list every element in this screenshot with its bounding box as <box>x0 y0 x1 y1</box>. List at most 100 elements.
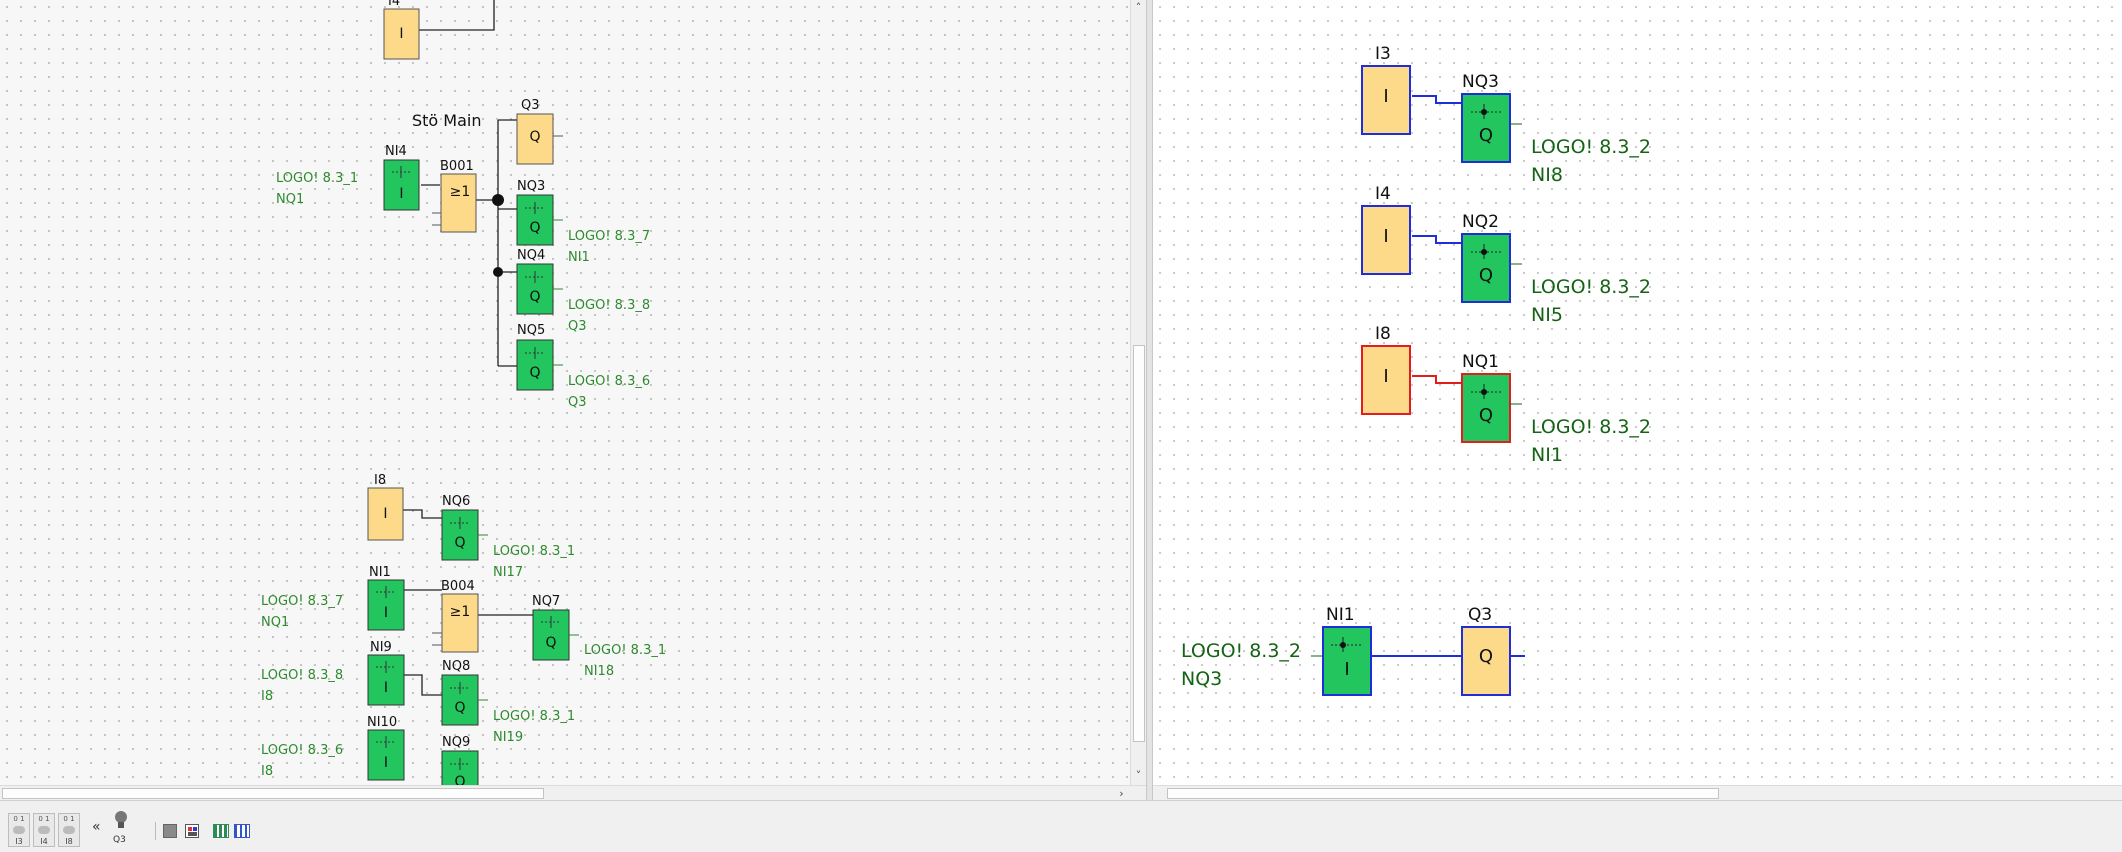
svg-text:NI1: NI1 <box>1326 605 1355 625</box>
block-i4[interactable]: I4 I <box>1361 184 1411 275</box>
stop-icon[interactable] <box>163 824 177 838</box>
svg-text:NQ7: NQ7 <box>532 594 560 609</box>
svg-text:NI1: NI1 <box>1531 444 1563 466</box>
block-nq5[interactable]: NQ5 Q LOGO! 8.3_6 Q3 <box>516 323 650 410</box>
svg-text:I8: I8 <box>261 689 273 704</box>
svg-text:NI1: NI1 <box>568 250 590 265</box>
left-horizontal-scrollbar[interactable]: › <box>0 785 1146 801</box>
block-nq2[interactable]: NQ2 Q LOGO! 8.3_2 NI5 <box>1461 212 1651 326</box>
svg-text:LOGO! 8.3_1: LOGO! 8.3_1 <box>276 171 358 186</box>
block-i8-right[interactable]: I8 I <box>1361 324 1411 415</box>
block-ni4[interactable]: NI4 I LOGO! 8.3_1 NQ1 <box>276 144 420 211</box>
switch-toggle-icon <box>13 826 25 834</box>
block-nq3[interactable]: NQ3 Q LOGO! 8.3_7 NI1 <box>516 179 650 265</box>
svg-text:NQ2: NQ2 <box>1462 212 1499 232</box>
svg-text:LOGO! 8.3_2: LOGO! 8.3_2 <box>1531 136 1651 158</box>
block-nq8[interactable]: NQ8 Q LOGO! 8.3_1 NI19 <box>441 659 575 745</box>
block-nq9[interactable]: NQ9 Q <box>441 735 479 785</box>
block-q3-right[interactable]: Q3 Q <box>1461 605 1511 696</box>
svg-text:Q: Q <box>454 774 465 785</box>
svg-text:NQ8: NQ8 <box>442 659 470 674</box>
table-view-icon[interactable] <box>213 824 229 838</box>
svg-text:I: I <box>399 186 403 202</box>
scroll-thumb[interactable] <box>2 788 544 799</box>
svg-text:NQ5: NQ5 <box>517 323 545 338</box>
svg-text:NQ9: NQ9 <box>442 735 470 750</box>
svg-text:Q: Q <box>1479 405 1493 426</box>
left-wires <box>403 0 533 696</box>
svg-text:NQ3: NQ3 <box>517 179 545 194</box>
svg-text:LOGO! 8.3_2: LOGO! 8.3_2 <box>1181 640 1301 662</box>
svg-text:LOGO! 8.3_1: LOGO! 8.3_1 <box>493 709 575 724</box>
block-nq3-right[interactable]: NQ3 Q LOGO! 8.3_2 NI8 <box>1461 72 1651 186</box>
block-ni1[interactable]: NI1 I LOGO! 8.3_7 NQ1 <box>261 565 405 631</box>
svg-text:Q: Q <box>529 129 540 145</box>
input-switch-i8[interactable]: 0 1 I8 <box>58 813 80 847</box>
svg-text:I: I <box>399 26 403 42</box>
left-vertical-scrollbar[interactable]: ˄ ˅ <box>1130 0 1147 785</box>
block-b004[interactable]: B004 ≥1 <box>432 579 479 653</box>
svg-text:NI18: NI18 <box>584 664 614 679</box>
svg-text:Q: Q <box>1479 646 1493 667</box>
svg-text:Q3: Q3 <box>521 98 540 113</box>
svg-text:B004: B004 <box>441 579 475 594</box>
svg-text:NQ3: NQ3 <box>1181 668 1222 690</box>
input-switch-i3[interactable]: 0 1 I3 <box>8 813 30 847</box>
scroll-thumb[interactable] <box>1167 788 1719 799</box>
svg-text:I8: I8 <box>261 764 273 779</box>
svg-text:LOGO! 8.3_1: LOGO! 8.3_1 <box>584 643 666 658</box>
svg-text:Q: Q <box>529 365 540 381</box>
block-nq6[interactable]: NQ6 Q LOGO! 8.3_1 NI17 <box>441 494 575 580</box>
right-diagram-canvas[interactable]: I3 I NQ3 Q LOGO! 8.3_2 NI8 I4 I NQ2 Q LO… <box>1153 0 2122 785</box>
svg-text:I: I <box>383 506 387 522</box>
svg-text:NQ4: NQ4 <box>517 248 545 263</box>
output-lamp[interactable]: Q3 <box>110 807 132 849</box>
block-nq4[interactable]: NQ4 Q LOGO! 8.3_8 Q3 <box>516 248 650 334</box>
io-status-icon[interactable] <box>185 824 199 838</box>
scroll-up-button[interactable]: ˄ <box>1131 0 1146 15</box>
svg-text:I4: I4 <box>1375 184 1391 204</box>
svg-text:NQ3: NQ3 <box>1462 72 1499 92</box>
scroll-right-button[interactable]: › <box>1114 786 1129 801</box>
pane-splitter[interactable] <box>1146 0 1153 800</box>
svg-text:NI1: NI1 <box>369 565 391 580</box>
svg-text:I: I <box>384 680 388 696</box>
block-i4-top[interactable]: I4 I <box>383 0 420 60</box>
svg-text:LOGO! 8.3_7: LOGO! 8.3_7 <box>261 594 343 609</box>
right-horizontal-scrollbar[interactable] <box>1153 785 2122 801</box>
svg-text:LOGO! 8.3_7: LOGO! 8.3_7 <box>568 229 650 244</box>
scroll-thumb[interactable] <box>1133 345 1145 742</box>
scroll-down-button[interactable]: ˅ <box>1131 768 1146 783</box>
block-ni10[interactable]: NI10 I LOGO! 8.3_6 I8 <box>261 715 405 781</box>
svg-text:NI17: NI17 <box>493 565 523 580</box>
svg-text:Q3: Q3 <box>568 395 587 410</box>
svg-text:LOGO! 8.3_8: LOGO! 8.3_8 <box>261 668 343 683</box>
svg-text:Q: Q <box>1479 265 1493 286</box>
input-switch-i4[interactable]: 0 1 I4 <box>33 813 55 847</box>
grid-view-icon[interactable] <box>234 824 250 838</box>
svg-text:Q: Q <box>454 700 465 716</box>
block-b001[interactable]: B001 ≥1 <box>432 159 477 233</box>
svg-text:Q: Q <box>1479 125 1493 146</box>
block-nq7[interactable]: NQ7 Q LOGO! 8.3_1 NI18 <box>532 594 666 679</box>
block-nq1[interactable]: NQ1 Q LOGO! 8.3_2 NI1 <box>1461 352 1651 466</box>
block-ni1-right[interactable]: NI1 I LOGO! 8.3_2 NQ3 <box>1181 605 1372 696</box>
block-i8[interactable]: I8 I <box>367 473 404 541</box>
block-q3[interactable]: Q3 Q <box>516 98 563 165</box>
svg-text:NQ1: NQ1 <box>261 615 289 630</box>
collapse-button[interactable]: « <box>92 819 101 835</box>
svg-text:Q: Q <box>529 220 540 236</box>
svg-text:Q3: Q3 <box>568 319 587 334</box>
block-i3[interactable]: I3 I <box>1361 44 1411 135</box>
svg-text:LOGO! 8.3_6: LOGO! 8.3_6 <box>568 374 650 389</box>
svg-text:Q: Q <box>529 289 540 305</box>
svg-text:I3: I3 <box>1375 44 1391 64</box>
block-ni9[interactable]: NI9 I LOGO! 8.3_8 I8 <box>261 640 405 706</box>
svg-text:I8: I8 <box>1375 324 1391 344</box>
svg-text:LOGO! 8.3_1: LOGO! 8.3_1 <box>493 544 575 559</box>
svg-text:NQ1: NQ1 <box>1462 352 1499 372</box>
lamp-icon <box>115 811 127 828</box>
svg-text:I8: I8 <box>374 473 386 488</box>
svg-text:I: I <box>1383 86 1388 107</box>
left-diagram-canvas[interactable]: I4 I Stö Main NI4 I LOGO! 8.3_1 NQ1 B001… <box>0 0 1130 785</box>
